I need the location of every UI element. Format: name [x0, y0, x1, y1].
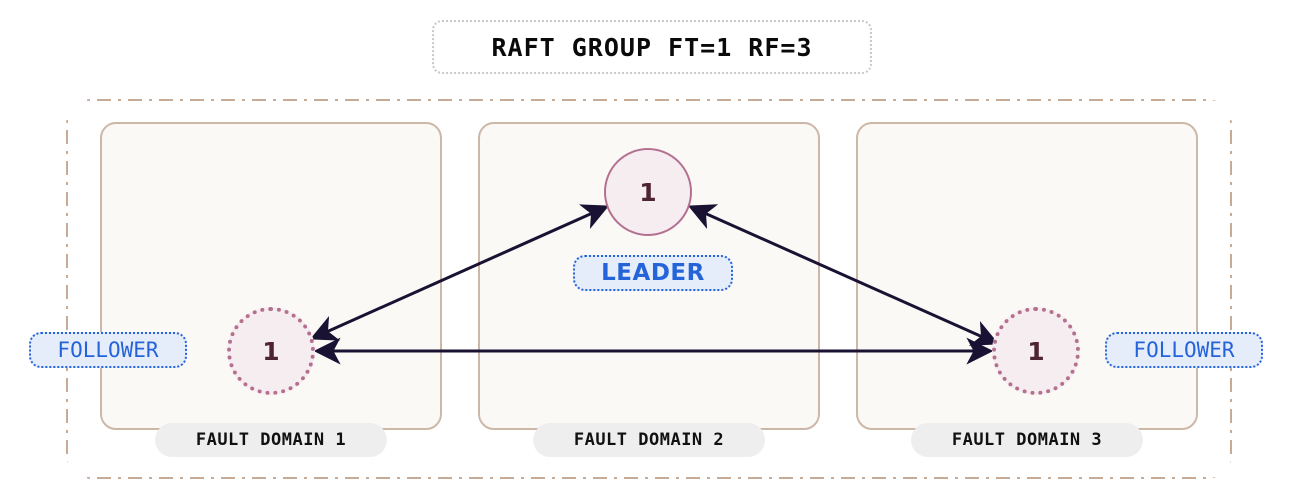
role-badge-follower-3: FOLLOWER [1105, 332, 1263, 368]
fault-domain-label-2: FAULT DOMAIN 2 [533, 423, 765, 457]
node-follower-1-value: 1 [262, 336, 280, 366]
page-title: RAFT GROUP FT=1 RF=3 [491, 32, 813, 62]
fault-domain-label-1-text: FAULT DOMAIN 1 [195, 430, 347, 450]
role-badge-follower-1-label: FOLLOWER [57, 338, 159, 362]
role-badge-leader-label: LEADER [601, 260, 705, 286]
node-follower-3[interactable]: 1 [992, 307, 1080, 395]
raft-group-title-box: RAFT GROUP FT=1 RF=3 [432, 20, 872, 74]
role-badge-follower-3-label: FOLLOWER [1133, 338, 1235, 362]
node-follower-3-value: 1 [1027, 336, 1045, 366]
node-leader-value: 1 [639, 177, 657, 207]
node-follower-1[interactable]: 1 [227, 307, 315, 395]
fault-domain-label-1: FAULT DOMAIN 1 [155, 423, 387, 457]
fault-domain-label-3: FAULT DOMAIN 3 [911, 423, 1143, 457]
fault-domain-label-3-text: FAULT DOMAIN 3 [951, 430, 1103, 450]
role-badge-leader: LEADER [573, 255, 733, 291]
role-badge-follower-1: FOLLOWER [29, 332, 187, 368]
fault-domain-label-2-text: FAULT DOMAIN 2 [573, 430, 725, 450]
node-leader[interactable]: 1 [604, 148, 692, 236]
